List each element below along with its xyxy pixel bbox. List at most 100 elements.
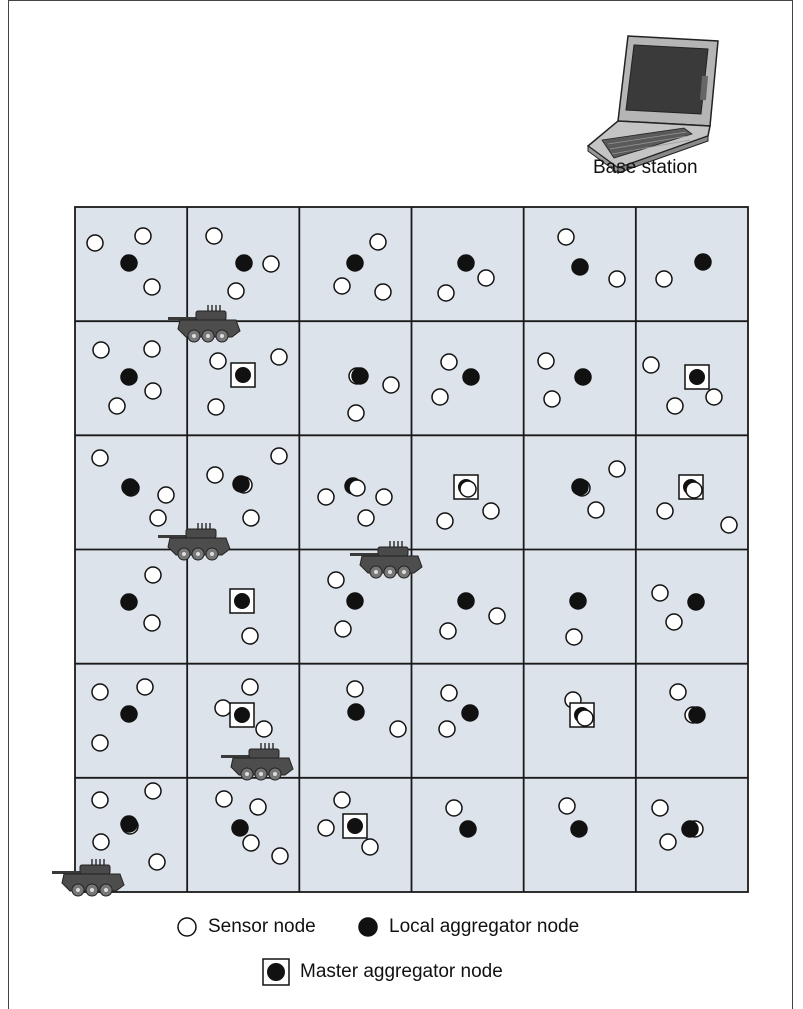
local-aggregator-node xyxy=(122,479,138,495)
sensor-node xyxy=(441,354,457,370)
sensor-node xyxy=(318,820,334,836)
sensor-node xyxy=(250,799,266,815)
sensor-node xyxy=(432,389,448,405)
sensor-node xyxy=(460,481,476,497)
sensor-node xyxy=(149,854,165,870)
sensor-node xyxy=(609,271,625,287)
master-aggregator-node xyxy=(343,814,367,838)
legend-master-label: Master aggregator node xyxy=(300,961,503,983)
local-aggregator-node xyxy=(347,255,363,271)
local-aggregator-node xyxy=(233,476,249,492)
sensor-node xyxy=(577,710,593,726)
sensor-node xyxy=(92,684,108,700)
master-aggregator-node xyxy=(230,589,254,613)
legend-sensor: Sensor node xyxy=(176,916,316,938)
sensor-node xyxy=(376,489,392,505)
sensor-node xyxy=(609,461,625,477)
sensor-node xyxy=(334,792,350,808)
local-aggregator-node xyxy=(121,255,137,271)
sensor-node xyxy=(489,608,505,624)
sensor-node xyxy=(686,482,702,498)
local-aggregator-node xyxy=(463,369,479,385)
sensor-node xyxy=(478,270,494,286)
sensor-node xyxy=(150,510,166,526)
sensor-node xyxy=(228,283,244,299)
sensor-node xyxy=(483,503,499,519)
local-aggregator-node xyxy=(121,369,137,385)
sensor-node xyxy=(666,614,682,630)
sensor-node xyxy=(135,228,151,244)
local-aggregator-node xyxy=(121,594,137,610)
sensor-node xyxy=(158,487,174,503)
local-aggregator-node xyxy=(695,254,711,270)
local-aggregator-node xyxy=(121,816,137,832)
sensor-node xyxy=(263,256,279,272)
local-aggregator-node xyxy=(236,255,252,271)
sensor-node xyxy=(348,405,364,421)
local-aggregator-node xyxy=(571,821,587,837)
sensor-node xyxy=(334,278,350,294)
sensor-node xyxy=(243,510,259,526)
sensor-node xyxy=(242,628,258,644)
sensor-node xyxy=(370,234,386,250)
local-aggregator-node xyxy=(347,593,363,609)
sensor-node xyxy=(256,721,272,737)
sensor-node xyxy=(643,357,659,373)
sensor-node xyxy=(667,398,683,414)
local-aggregator-node xyxy=(462,705,478,721)
sensor-node xyxy=(208,399,224,415)
sensor-node xyxy=(242,679,258,695)
master-aggregator-icon xyxy=(262,958,290,986)
sensor-node xyxy=(93,342,109,358)
local-aggregator-node xyxy=(575,369,591,385)
sensor-node xyxy=(92,735,108,751)
legend-master: Master aggregator node xyxy=(262,958,503,986)
laptop-icon xyxy=(588,36,718,173)
local-aggregator-node xyxy=(572,259,588,275)
local-aggregator-node xyxy=(121,706,137,722)
sensor-node xyxy=(92,792,108,808)
sensor-node xyxy=(210,353,226,369)
local-aggregator-node xyxy=(682,821,698,837)
sensor-node xyxy=(660,834,676,850)
sensor-node xyxy=(362,839,378,855)
sensor-node xyxy=(544,391,560,407)
sensor-node xyxy=(559,798,575,814)
local-aggregator-node xyxy=(458,255,474,271)
local-aggregator-node xyxy=(232,820,248,836)
sensor-node xyxy=(145,783,161,799)
sensor-node xyxy=(318,489,334,505)
sensor-node xyxy=(446,800,462,816)
sensor-node xyxy=(588,502,604,518)
sensor-node xyxy=(437,513,453,529)
sensor-node xyxy=(566,629,582,645)
sensor-node xyxy=(657,503,673,519)
sensor-node xyxy=(144,341,160,357)
sensor-node xyxy=(439,721,455,737)
sensor-node xyxy=(656,271,672,287)
legend-sensor-label: Sensor node xyxy=(208,916,316,938)
sensor-node xyxy=(349,480,365,496)
master-aggregator-node xyxy=(685,365,709,389)
sensor-node xyxy=(145,383,161,399)
sensor-node xyxy=(347,681,363,697)
sensor-node xyxy=(87,235,103,251)
legend-local-label: Local aggregator node xyxy=(389,916,579,938)
sensor-node xyxy=(721,517,737,533)
sensor-node xyxy=(206,228,222,244)
sensor-node xyxy=(383,377,399,393)
sensor-node xyxy=(538,353,554,369)
local-aggregator-node xyxy=(460,821,476,837)
master-aggregator-node xyxy=(230,703,254,727)
sensor-node xyxy=(272,848,288,864)
sensor-node xyxy=(328,572,344,588)
sensor-node xyxy=(271,349,287,365)
sensor-node xyxy=(438,285,454,301)
local-aggregator-node xyxy=(348,704,364,720)
local-aggregator-node xyxy=(572,479,588,495)
sensor-node xyxy=(390,721,406,737)
sensor-node xyxy=(215,700,231,716)
sensor-node xyxy=(558,229,574,245)
local-aggregator-icon xyxy=(357,916,379,938)
